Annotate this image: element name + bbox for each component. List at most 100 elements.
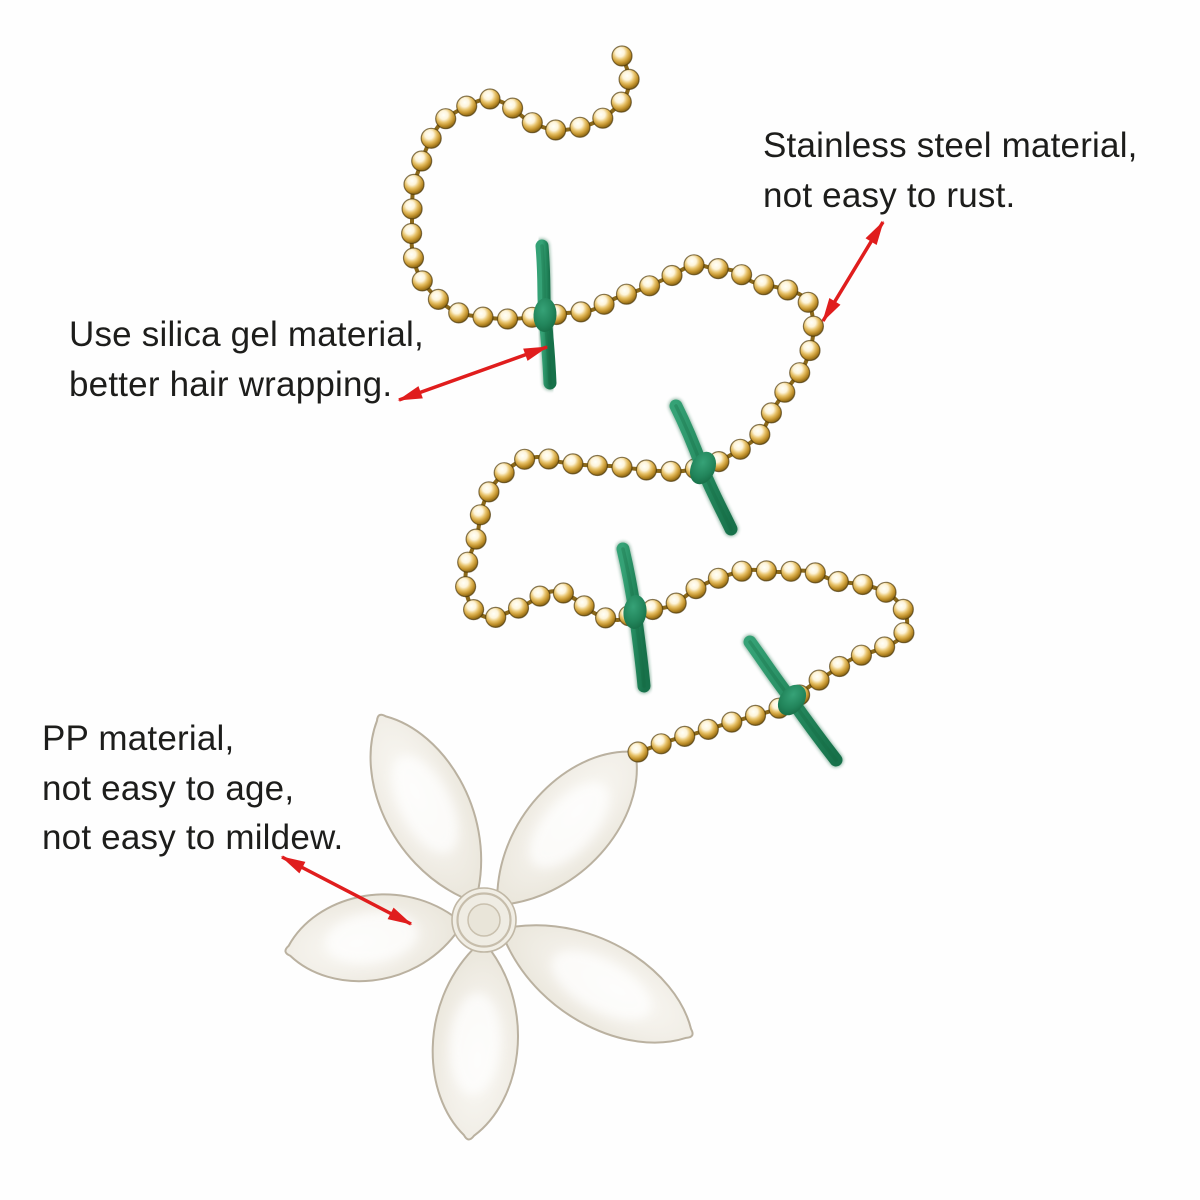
chain-bead [465,528,487,550]
chain-bead [744,704,767,727]
chain-bead [875,581,897,603]
chain-bead [427,288,449,310]
chain-bead [797,291,819,313]
flower-hub-core [467,903,501,937]
strip-3-knot [623,595,647,629]
chain-bead [586,454,609,477]
chain-bead [507,597,530,619]
annotation-silica-line: Use silica gel material, [69,315,424,354]
chain-bead [683,254,705,276]
chain-bead [635,459,658,481]
chain-bead [721,711,743,733]
chain-bead [529,585,551,607]
strip-2-knot [689,451,717,485]
annotation-silica-line: better hair wrapping. [69,364,393,404]
chain-bead [538,448,560,470]
chain-bead [402,247,425,269]
chain-bead [665,592,687,614]
chain-bead [707,258,729,280]
chain-bead [403,173,425,195]
chain-bead [562,453,584,475]
callout-arrows [280,220,885,926]
chain-bead [448,302,470,324]
chain-bead [493,462,515,484]
chain-bead [789,362,811,384]
annotation-stainless-line: not easy to rust. [763,175,1016,215]
chain-bead [479,88,501,110]
petal-left [284,893,457,983]
chain-bead [774,381,796,403]
chain-bead [401,222,423,245]
chain-bead [749,423,771,446]
chain-bead [521,112,543,134]
chain-bead [852,573,874,596]
chain-bead [457,551,479,573]
strip-1-knot [533,298,557,332]
annotation-pp-line: not easy to age, [42,768,295,808]
chain-bead [592,107,614,129]
chain-bead [755,560,778,582]
strip-4 [742,634,844,768]
petal-bottom [431,948,519,1141]
chain-bead [799,339,821,362]
chain-bead [435,108,457,130]
chain-bead [627,741,649,763]
flower-strainer [284,713,694,1141]
chain-bead [472,306,494,328]
chain-bead [420,127,442,149]
chain-bead [485,606,507,629]
chain-bead [660,460,682,482]
chain-bead [463,598,485,621]
annotation-stainless-line: Stainless steel material, [763,126,1138,165]
chain-bead [661,264,683,287]
chain-bead [707,567,730,589]
chain-bead [618,68,640,91]
chain-bead [573,595,595,617]
chain-bead [545,119,567,141]
chain-bead [615,283,638,305]
chain-bead [804,562,826,584]
silicone-strips [533,238,844,768]
strip-3 [615,541,652,694]
arrow-to-chain [821,220,885,323]
annotation-pp: PP material,not easy to age,not easy to … [42,714,343,863]
annotation-silica: Use silica gel material, better hair wrap… [69,310,424,409]
chain-bead [611,45,633,67]
chain-bead [610,91,632,113]
chain-bead [892,598,914,621]
chain-bead [685,577,707,600]
chain-bead [501,97,524,119]
chain-bead [456,95,478,117]
chain-bead [611,456,633,478]
chain-bead [873,636,896,658]
chain-bead [594,607,617,629]
chain-bead [411,270,433,292]
arrow-to-flower [280,855,413,926]
chain-bead [753,274,775,296]
chain-bead [893,622,915,644]
chain-bead [513,448,536,470]
petal-up-left [369,713,483,899]
chain-bead [780,560,802,582]
chain-bead [593,293,615,315]
annotation-stainless: Stainless steel material, not easy to rus… [763,121,1138,220]
chain-bead [808,669,830,691]
chain-bead [411,150,433,172]
chain-bead [401,198,423,220]
strip-2 [668,398,739,537]
chain-bead [802,315,825,337]
chain-bead [674,725,696,748]
chain-bead [569,116,591,138]
chain-bead [827,570,849,593]
chain-bead [650,733,672,755]
chain-bead [828,655,851,678]
chain-bead [455,575,477,598]
chain-bead [469,504,491,526]
chain-bead [730,264,753,286]
strip-1 [533,238,558,391]
arrow-to-strip [397,345,549,402]
chain-bead [777,279,799,301]
strip-4-knot [777,684,807,716]
petal-right [504,924,694,1044]
